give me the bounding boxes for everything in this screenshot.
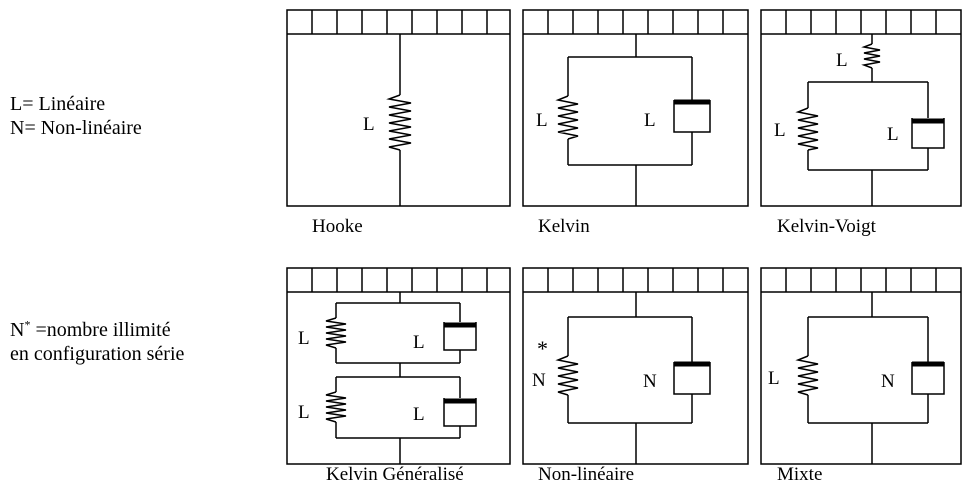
- spring-label: L: [536, 110, 548, 131]
- ceiling-hatching: [761, 10, 961, 35]
- ceiling-hatching: [287, 10, 510, 35]
- legend-abbreviations: L= Linéaire N= Non-linéaire: [10, 92, 142, 140]
- caption-hooke: Hooke: [312, 216, 363, 237]
- caption-mixte: Mixte: [777, 464, 822, 485]
- spring-label: L: [768, 368, 780, 389]
- model-kelvin-generalise: L L L L: [286, 267, 511, 465]
- spring-label: L: [363, 114, 375, 135]
- damper-label: N: [881, 371, 895, 392]
- legend-linear: L= Linéaire: [10, 93, 106, 115]
- ceiling-hatching: [761, 268, 961, 293]
- damper-label: L: [644, 110, 656, 131]
- damper-label-upper: L: [413, 332, 425, 353]
- series-spring-label: L: [836, 50, 848, 71]
- legend-nonlinear: N= Non-linéaire: [10, 117, 142, 139]
- model-hooke: L: [286, 9, 511, 207]
- spring-label-lower: L: [298, 402, 310, 423]
- spring: [555, 95, 579, 140]
- ceiling-hatching: [287, 268, 510, 293]
- unlimited-star: *: [537, 336, 548, 361]
- spring-label: L: [774, 120, 786, 141]
- series-spring: [861, 43, 881, 69]
- damper-label: L: [887, 124, 899, 145]
- ceiling-hatching: [523, 10, 748, 35]
- damper: [673, 99, 711, 133]
- model-non-lineaire: * N N: [522, 267, 749, 465]
- damper-upper: [443, 322, 477, 351]
- spring: [386, 94, 412, 151]
- spring: [555, 355, 579, 396]
- damper-label-lower: L: [413, 404, 425, 425]
- legend-unlimited-line1: N* =nombre illimité: [10, 317, 171, 341]
- damper-lower: [443, 398, 477, 427]
- model-frame: [760, 9, 962, 207]
- legend-unlimited-line2: en configuration série: [10, 343, 185, 365]
- caption-kelvin-generalise: Kelvin Généralisé: [326, 464, 464, 485]
- ceiling-hatching: [523, 268, 748, 293]
- spring-label: N: [532, 370, 546, 391]
- spring-label-upper: L: [298, 328, 310, 349]
- spring-upper: [325, 317, 347, 349]
- damper: [911, 118, 945, 149]
- model-kelvin: L L: [522, 9, 749, 207]
- damper-label: N: [643, 371, 657, 392]
- damper: [911, 361, 945, 395]
- model-frame: [286, 9, 511, 207]
- spring: [795, 355, 819, 396]
- model-kelvin-voigt: L L L: [760, 9, 962, 207]
- caption-kelvin: Kelvin: [538, 216, 590, 237]
- spring-lower: [325, 391, 347, 423]
- legend-unlimited-note: N* =nombre illimité en configuration sér…: [10, 318, 184, 366]
- damper: [673, 361, 711, 395]
- spring: [795, 107, 819, 151]
- caption-kelvin-voigt: Kelvin-Voigt: [777, 216, 877, 237]
- caption-non-lineaire: Non-linéaire: [538, 464, 634, 485]
- model-frame: [286, 267, 511, 465]
- model-mixte: L N: [760, 267, 962, 465]
